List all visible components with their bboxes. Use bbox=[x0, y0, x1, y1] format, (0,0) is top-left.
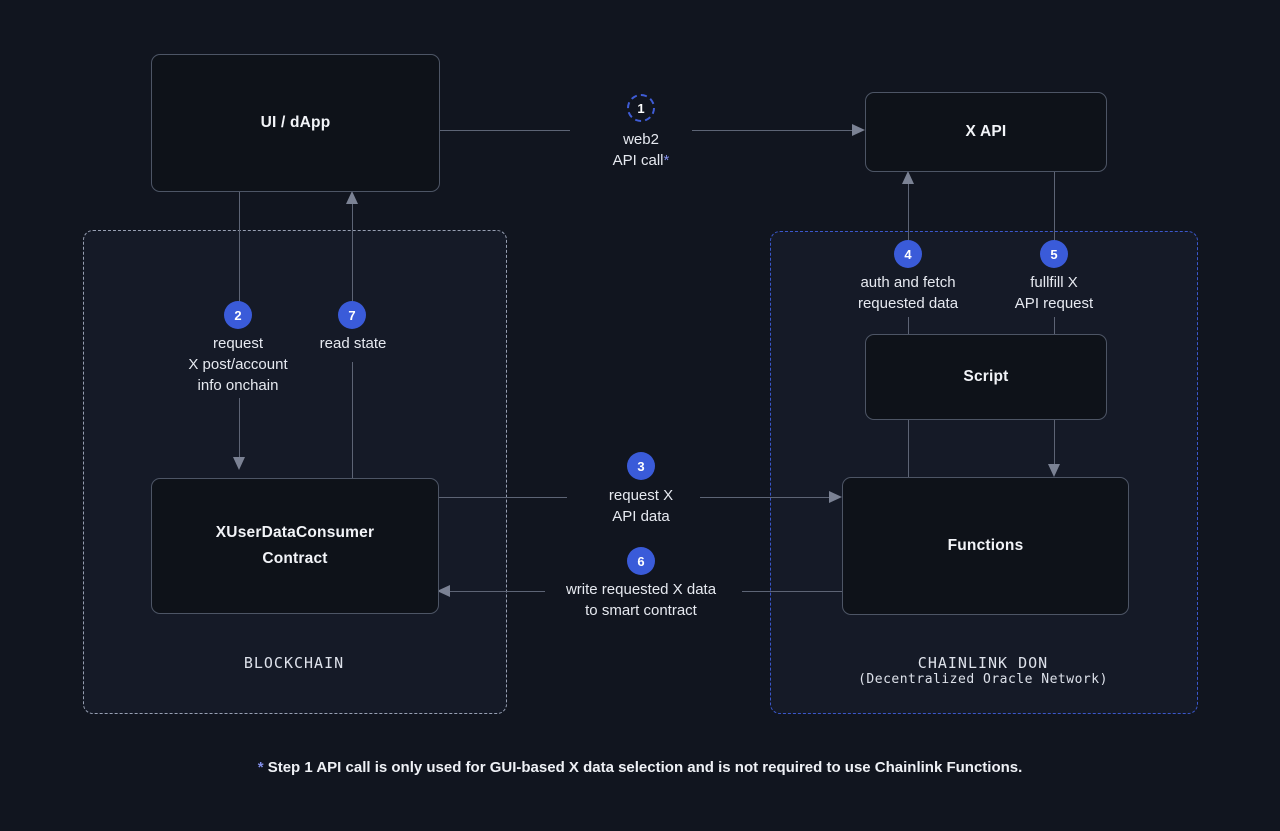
arrowhead-into-xapi-left bbox=[852, 124, 865, 136]
node-x-api: X API bbox=[865, 92, 1107, 172]
node-script-label: Script bbox=[963, 368, 1009, 385]
step-7-badge: 7 bbox=[338, 301, 366, 329]
step-7-number: 7 bbox=[348, 307, 356, 323]
step-6-label-line2: to smart contract bbox=[585, 602, 697, 619]
connector-functions-to-script bbox=[908, 418, 909, 477]
arrowhead-into-consumer-right bbox=[437, 585, 450, 597]
step-2-badge: 2 bbox=[224, 301, 252, 329]
node-script: Script bbox=[865, 334, 1107, 420]
blockchain-caption: BLOCKCHAIN bbox=[243, 654, 345, 672]
step-3-badge: 3 bbox=[627, 452, 655, 480]
connector-functions-to-consumer-b bbox=[742, 591, 842, 592]
step-2-label: request X post/account info onchain bbox=[188, 333, 287, 396]
connector-uidapp-to-xapi-a bbox=[438, 130, 570, 131]
step-5-label-line1: fullfill X bbox=[1030, 274, 1078, 291]
connector-functions-to-consumer-a bbox=[449, 591, 545, 592]
connector-consumer-to-uidapp-a bbox=[352, 204, 353, 302]
arrowhead-into-uidapp-bottom bbox=[346, 191, 358, 204]
node-consumer-label-line1: XUserDataConsumer bbox=[215, 524, 375, 541]
connector-xapi-to-script-a bbox=[1054, 170, 1055, 241]
step-4-number: 4 bbox=[904, 246, 912, 262]
step-7-label-line1: read state bbox=[319, 335, 387, 352]
step-3-number: 3 bbox=[637, 458, 645, 474]
step-3-label-line2: API data bbox=[612, 508, 670, 525]
node-ui-dapp: UI / dApp bbox=[151, 54, 440, 192]
step-6-number: 6 bbox=[637, 553, 645, 569]
connector-consumer-to-uidapp-b bbox=[352, 362, 353, 478]
step-6-badge: 6 bbox=[627, 547, 655, 575]
footnote-asterisk: * bbox=[257, 759, 264, 776]
arrowhead-into-xapi-bottom bbox=[902, 171, 914, 184]
footnote-text: Step 1 API call is only used for GUI-bas… bbox=[267, 759, 1023, 776]
step-4-label-line2: requested data bbox=[857, 295, 959, 312]
connector-consumer-to-functions-b bbox=[700, 497, 830, 498]
step-3-label: request X API data bbox=[609, 485, 673, 527]
arrowhead-into-consumer-top bbox=[233, 457, 245, 470]
step-6-label: write requested X data to smart contract bbox=[566, 579, 716, 621]
chainlink-don-caption-title: CHAINLINK DON bbox=[917, 654, 1049, 672]
chainlink-don-caption-subtitle: (Decentralized Oracle Network) bbox=[858, 672, 1108, 687]
step-1-label-line2: API call* bbox=[612, 152, 670, 169]
connector-xapi-to-script-b bbox=[1054, 317, 1055, 334]
footnote: * Step 1 API call is only used for GUI-b… bbox=[258, 759, 1023, 776]
chainlink-don-container bbox=[770, 231, 1198, 714]
step-1-number: 1 bbox=[637, 100, 645, 116]
blockchain-container bbox=[83, 230, 507, 714]
step-4-label-line1: auth and fetch bbox=[860, 274, 956, 291]
node-ui-dapp-label: UI / dApp bbox=[260, 114, 331, 131]
step-1-asterisk: * bbox=[663, 152, 670, 169]
step-4-label: auth and fetch requested data bbox=[858, 272, 958, 314]
connector-script-to-xapi-a bbox=[908, 184, 909, 241]
node-xuserdataconsumer-contract: XUserDataConsumer Contract bbox=[151, 478, 439, 614]
step-7-label: read state bbox=[320, 333, 387, 354]
connector-uidapp-to-consumer-b bbox=[239, 398, 240, 458]
step-5-label-line2: API request bbox=[1014, 295, 1094, 312]
node-functions: Functions bbox=[842, 477, 1129, 615]
step-1-label: web2 API call* bbox=[613, 129, 670, 171]
step-2-label-line1: request bbox=[212, 335, 264, 352]
step-4-badge: 4 bbox=[894, 240, 922, 268]
step-1-badge: 1 bbox=[627, 94, 655, 122]
arrowhead-into-functions-left bbox=[829, 491, 842, 503]
step-5-number: 5 bbox=[1050, 246, 1058, 262]
step-5-badge: 5 bbox=[1040, 240, 1068, 268]
arrowhead-into-functions-top bbox=[1048, 464, 1060, 477]
connector-uidapp-to-xapi-b bbox=[692, 130, 853, 131]
chainlink-don-caption: CHAINLINK DON (Decentralized Oracle Netw… bbox=[858, 654, 1108, 687]
step-5-label: fullfill X API request bbox=[1015, 272, 1093, 314]
connector-uidapp-to-consumer-a bbox=[239, 190, 240, 302]
connector-script-to-functions bbox=[1054, 418, 1055, 465]
step-2-number: 2 bbox=[234, 307, 242, 323]
node-consumer-label-line2: Contract bbox=[262, 550, 328, 567]
step-3-label-line1: request X bbox=[608, 487, 674, 504]
connector-consumer-to-functions-a bbox=[437, 497, 567, 498]
node-x-api-label: X API bbox=[965, 123, 1007, 140]
node-functions-label: Functions bbox=[947, 537, 1024, 554]
connector-script-to-xapi-b bbox=[908, 317, 909, 334]
step-2-label-line3: info onchain bbox=[197, 377, 279, 394]
step-1-label-line1: web2 bbox=[623, 131, 659, 148]
step-2-label-line2: X post/account bbox=[188, 356, 288, 373]
step-6-label-line1: write requested X data bbox=[565, 581, 717, 598]
